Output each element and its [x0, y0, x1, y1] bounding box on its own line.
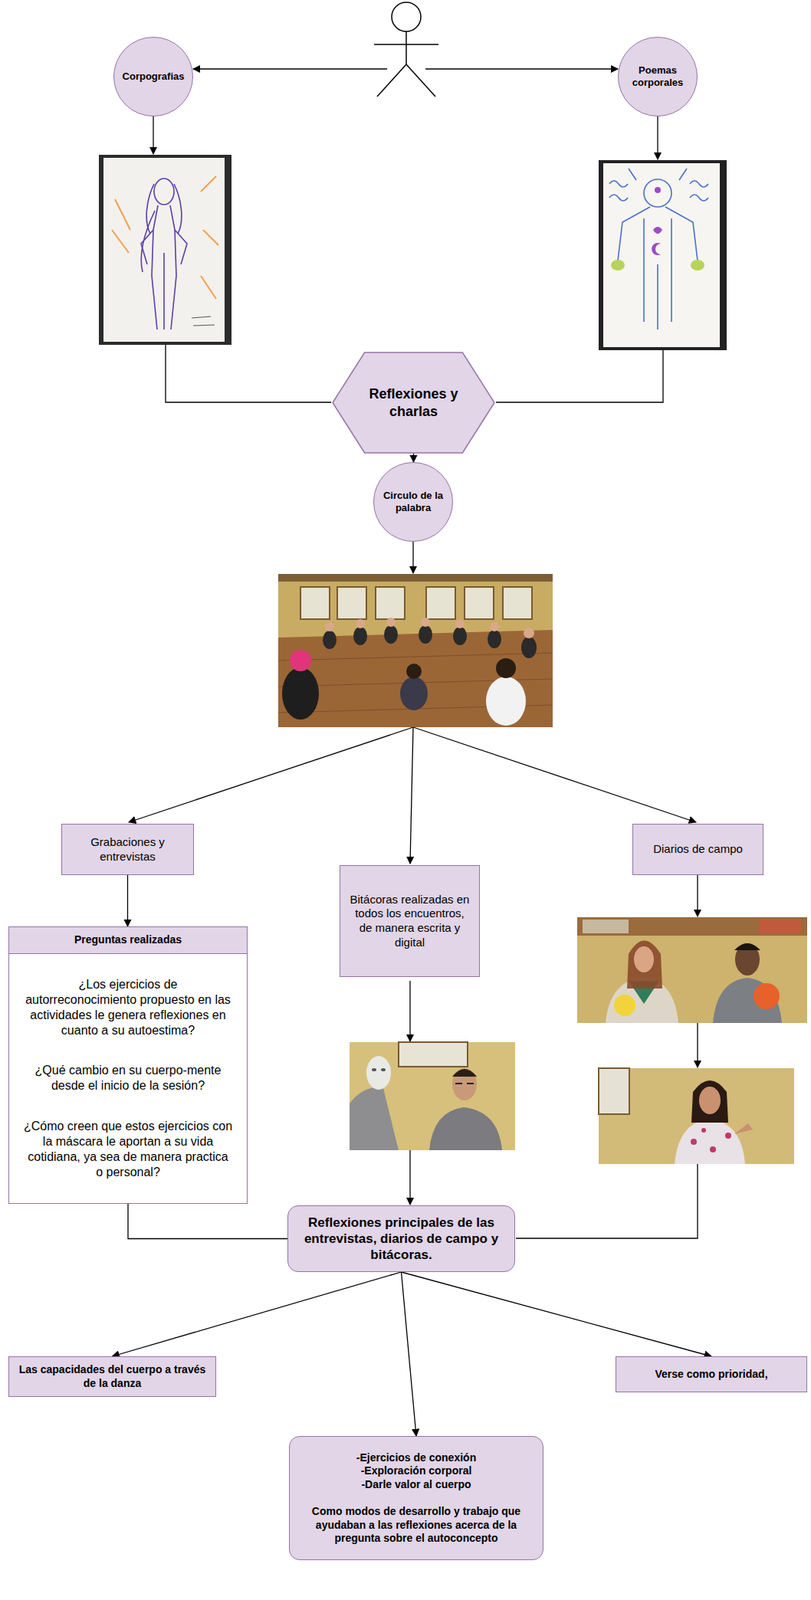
- node-label: Reflexiones y charlas: [364, 385, 463, 421]
- hexagon-shape: [332, 352, 495, 454]
- diary-photo: [577, 917, 808, 1024]
- panel-body: ¿Los ejercicios de autorreconocimiento p…: [9, 954, 247, 1205]
- node-label: Bitácoras realizadas en todos los encuen…: [349, 893, 470, 951]
- connector: [401, 1272, 713, 1357]
- result-box: -Ejercicios de conexión-Exploración corp…: [288, 1436, 544, 1561]
- poema-drawing: [598, 160, 727, 351]
- node-label: Grabaciones y entrevistas: [71, 835, 184, 865]
- summary-box: Reflexiones principales de las entrevist…: [287, 1205, 516, 1273]
- result-box: Las capacidades del cuerpo a través de l…: [8, 1356, 217, 1398]
- question-text: ¿Los ejercicios de autorreconocimiento p…: [22, 977, 234, 1039]
- stick-figure: [374, 2, 439, 97]
- circle-photo: [278, 574, 553, 728]
- method-circle: Circulo de la palabra: [373, 462, 454, 542]
- question-text: ¿Cómo creen que estos ejercicios con la …: [22, 1119, 234, 1181]
- node-label: Las capacidades del cuerpo a través de l…: [18, 1363, 207, 1391]
- hexagon-node: Reflexiones y charlas: [331, 351, 496, 454]
- panel-heading: Preguntas realizadas: [9, 927, 247, 955]
- node-label: Circulo de la palabra: [378, 489, 448, 516]
- connector: [413, 453, 414, 463]
- question-panel: Preguntas realizadas ¿Los ejercicios de a…: [8, 926, 248, 1205]
- node-label: Verse como prioridad,: [654, 1368, 768, 1383]
- node-label: -Darle valor al cuerpo: [361, 1478, 471, 1493]
- mask-photo: [349, 1042, 516, 1151]
- connector: [128, 1204, 288, 1240]
- diary-photo: [598, 1068, 795, 1165]
- connector: [112, 1272, 402, 1357]
- method-circle: Corpografias: [113, 36, 194, 117]
- result-box: Verse como prioridad,: [615, 1356, 808, 1393]
- node-label: Diarios de campo: [653, 842, 743, 857]
- node-label: Reflexiones principales de las entrevist…: [297, 1214, 506, 1265]
- node-label: Como modos de desarrollo y trabajo que a…: [298, 1505, 534, 1547]
- process-box: Grabaciones y entrevistas: [61, 824, 194, 876]
- node-label: -Ejercicios de conexión: [356, 1451, 477, 1466]
- connector: [127, 875, 129, 927]
- node-label: Poemas corporales: [623, 64, 693, 90]
- connector: [401, 1272, 417, 1437]
- method-circle: Poemas corporales: [617, 36, 698, 117]
- process-box: Bitácoras realizadas en todos los encuen…: [339, 865, 480, 978]
- node-label: -Exploración corporal: [361, 1464, 473, 1479]
- corpografia-drawing: [98, 154, 232, 345]
- question-text: ¿Qué cambio en su cuerpo-mente desde el …: [22, 1063, 234, 1094]
- process-box: Diarios de campo: [632, 824, 764, 876]
- hexagon-outline: [331, 351, 496, 454]
- node-label: Corpografias: [122, 70, 185, 83]
